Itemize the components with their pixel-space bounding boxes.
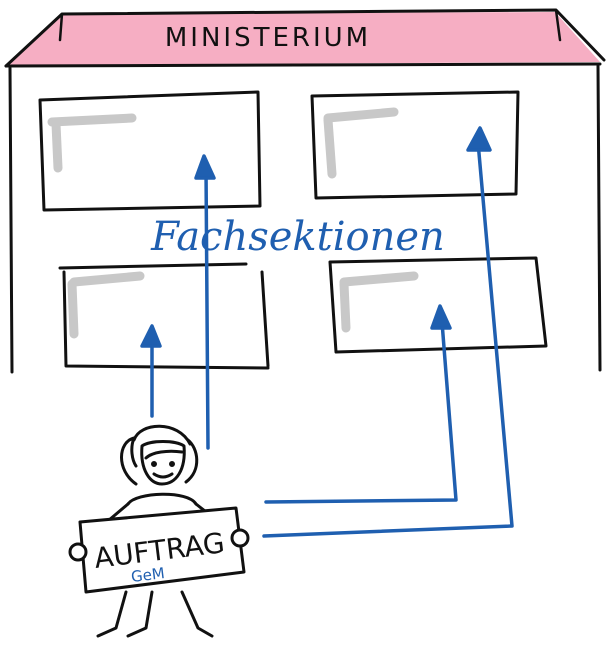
ministry-title: MINISTERIUM <box>165 23 371 53</box>
arrow-up-icon <box>468 128 490 150</box>
section-box-top-left <box>40 92 260 210</box>
sections-label: Fachsektionen <box>150 214 445 260</box>
arrow-up-icon <box>196 156 214 178</box>
assignment-arrows <box>142 128 512 536</box>
arrow-to-top-left <box>206 168 208 448</box>
section-box-bottom-left <box>60 264 268 368</box>
arrow-up-icon <box>432 306 450 328</box>
arrow-up-icon <box>142 326 160 346</box>
section-box-bottom-right <box>330 258 546 352</box>
arrow-to-top-right <box>264 142 512 536</box>
task-sign: AUFTRAG GeM <box>70 508 248 592</box>
roof: MINISTERIUM <box>6 10 604 66</box>
